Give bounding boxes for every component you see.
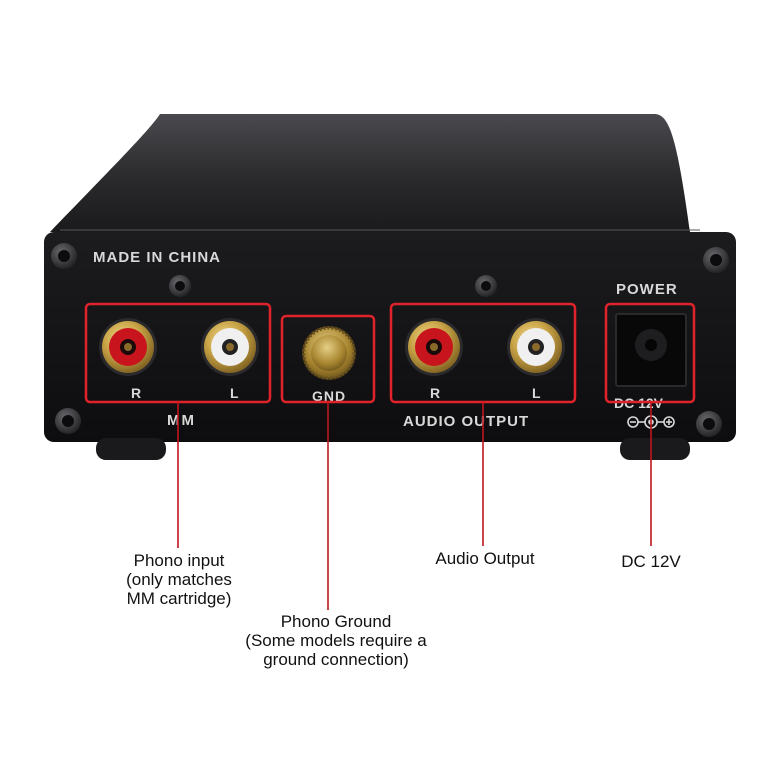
chassis-top	[50, 114, 700, 232]
mm-l-label: L	[230, 385, 239, 401]
screw-icon	[703, 247, 729, 273]
callout-line: (Some models require a	[245, 631, 427, 650]
callout-line: Phono input	[133, 551, 225, 570]
leader-lines	[177, 402, 652, 610]
mm-r-label: R	[131, 385, 141, 401]
callout-line: DC 12V	[621, 552, 681, 571]
callout-line: Audio Output	[435, 549, 535, 568]
callout-audio-output: Audio Output	[410, 549, 560, 568]
highlight-dc	[604, 302, 696, 404]
callout-phono-input: Phono input (only matches MM cartridge)	[96, 551, 262, 608]
screw-icon	[51, 243, 77, 269]
screw-icon	[55, 408, 81, 434]
rca-jack-white-icon	[507, 318, 565, 376]
screw-icon	[475, 275, 497, 297]
gnd-label: GND	[312, 388, 346, 404]
ground-terminal-icon	[302, 326, 356, 380]
power-label: POWER	[616, 281, 678, 298]
rca-jack-white-icon	[201, 318, 259, 376]
out-r-label: R	[430, 385, 440, 401]
callout-line: MM cartridge)	[126, 589, 232, 608]
screw-icon	[169, 275, 191, 297]
audio-output-label: AUDIO OUTPUT	[403, 413, 529, 430]
made-in-label: MADE IN CHINA	[93, 249, 221, 266]
dc-jack-icon	[615, 313, 687, 387]
mm-label: MM	[167, 412, 196, 429]
callout-line: (only matches	[126, 570, 232, 589]
callout-line: ground connection)	[263, 650, 409, 669]
out-l-label: L	[532, 385, 541, 401]
foot-left	[96, 438, 166, 460]
callout-phono-ground: Phono Ground (Some models require a grou…	[226, 612, 446, 669]
rca-jack-red-icon	[99, 318, 157, 376]
rca-jack-red-icon	[405, 318, 463, 376]
foot-right	[620, 438, 690, 460]
callout-dc: DC 12V	[598, 552, 704, 571]
screw-icon	[696, 411, 722, 437]
callout-line: Phono Ground	[280, 612, 392, 631]
